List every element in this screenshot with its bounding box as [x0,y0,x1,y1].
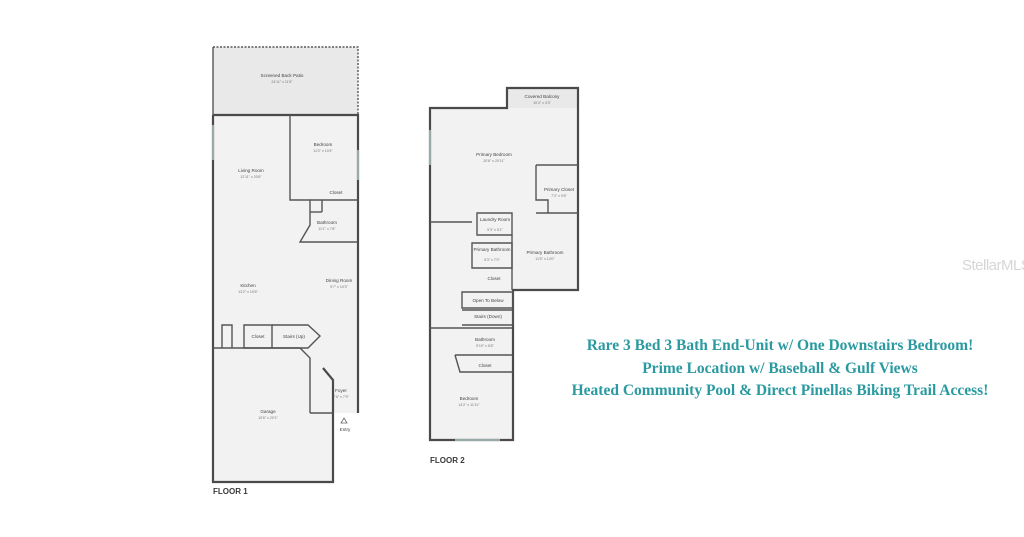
floor-2-label: FLOOR 2 [430,456,465,465]
floor-2-area [430,108,578,440]
room-name: Primary Bedroom [476,152,512,157]
room-dims: 10'6" x 20'1" [258,416,278,420]
balcony-area [507,88,577,108]
patio-area [213,47,358,115]
room-name: Kitchen [240,283,256,288]
room-name: Primary Bathroom [526,250,563,255]
floor-2-plan [428,86,580,442]
room-dims: 7'3" x 9'6" [551,194,567,198]
headline-line-1: Rare 3 Bed 3 Bath End-Unit w/ One Downst… [586,337,974,354]
room-dims: 5'3" x 5'1" [487,228,503,232]
room-dims: 24'11" x 11'5" [271,80,293,84]
room-dims: 7'6" x 7'9" [333,395,349,399]
room-name: Entry [340,427,351,432]
room-name: Stairs (Up) [283,334,305,339]
floor-1-area [213,115,358,482]
room-dims: 11'0" x 10'4" [313,149,333,153]
room-name: Bathroom [475,337,495,342]
room-name: Garage [260,409,276,414]
room-dims: 11'1" x 7'8" [318,227,336,231]
room-name: Stairs (Down) [474,314,502,319]
room-name: Primary Bathroom [473,247,510,252]
room-name: Screened Back Patio [261,73,304,78]
room-name: Laundry Room [480,217,510,222]
room-name: Bathroom [317,220,337,225]
room-dims: 13'2" x 19'6" [238,290,258,294]
room-dims: 11'5" x 14'0" [535,257,555,261]
floor-1-label: FLOOR 1 [213,487,248,496]
floor-1-plan [211,46,360,484]
room-dims: 10'4" x 4'3" [533,101,551,105]
room-name: Living Room [238,168,264,173]
room-dims: 9'7" x 10'3" [330,285,348,289]
room-name: Bedroom [460,396,479,401]
room-name: Primary Closet [544,187,575,192]
room-dims: 5'3" x 7'0" [484,258,500,262]
room-name: Closet [487,276,501,281]
room-name: Closet [329,190,343,195]
headline-line-3: Heated Community Pool & Direct Pinellas … [571,382,989,399]
room-name: Foyer [335,388,347,393]
mls-watermark: StellarMLS [962,257,1024,274]
room-dims: 20'6" x 20'11" [483,159,505,163]
room-name: Covered Balcony [525,94,561,99]
room-dims: 14'2" x 11'11" [458,403,480,407]
room-dims: 12'11" x 20'6" [240,175,262,179]
room-name: Dining Room [326,278,353,283]
room-name: Open To Below [472,298,504,303]
room-name: Bedroom [314,142,333,147]
room-name: Closet [251,334,265,339]
entry-arrow-icon [340,417,348,424]
headline-line-2: Prime Location w/ Baseball & Gulf Views [642,360,918,377]
room-name: Closet [478,363,492,368]
room-dims: 9'10" x 5'8" [476,344,494,348]
